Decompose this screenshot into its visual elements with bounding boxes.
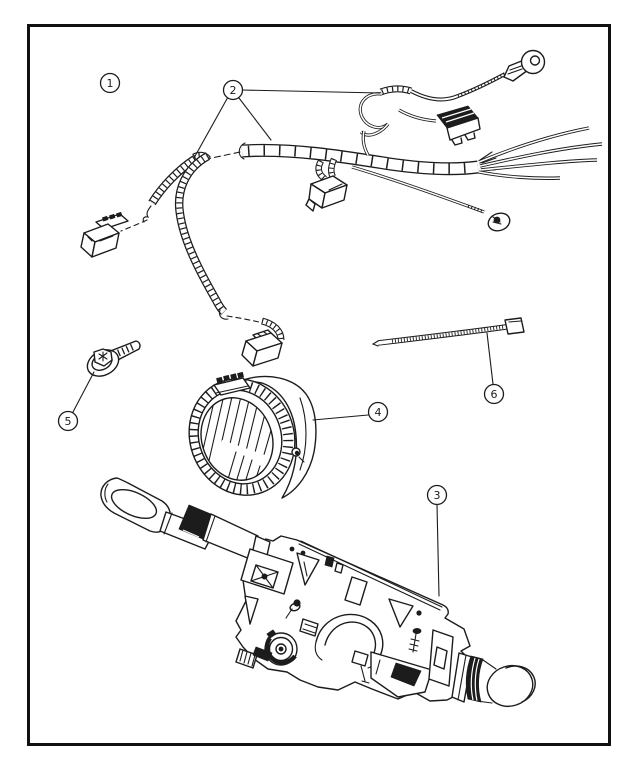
callout-1: 1 xyxy=(99,72,121,94)
corrugated-branch-long xyxy=(174,152,260,323)
svg-text:2: 2 xyxy=(230,84,237,97)
column-cradle xyxy=(299,613,384,669)
lamp-connector xyxy=(213,371,251,396)
taped-trunk xyxy=(238,142,498,176)
corrugated-branch-short xyxy=(120,155,198,232)
wiper-stalk-mount xyxy=(370,628,454,698)
eyelet-lead xyxy=(351,165,511,232)
stalk-pivot xyxy=(240,548,294,595)
multifunction-switch xyxy=(100,477,536,708)
leader-lines xyxy=(72,89,494,597)
callout-5: 5 xyxy=(57,410,79,432)
callout-2: 2 xyxy=(222,79,244,101)
cable-tie xyxy=(371,317,525,347)
harness-connector-a xyxy=(398,105,481,146)
callout-3: 3 xyxy=(426,484,448,506)
harness-connector-c xyxy=(80,211,129,258)
lamp-lens xyxy=(189,387,285,491)
wiring-harness xyxy=(80,49,603,367)
cancel-cam-pointer xyxy=(244,595,259,625)
dashed-lead-1 xyxy=(200,151,241,161)
pigtail-curl xyxy=(358,85,413,156)
rotary-connector xyxy=(264,629,298,666)
svg-text:3: 3 xyxy=(434,489,441,502)
mounting-screw xyxy=(86,340,141,377)
svg-text:1: 1 xyxy=(107,77,114,90)
harness-connector-d xyxy=(241,317,285,367)
harness-clip xyxy=(351,650,370,684)
fog-lamp xyxy=(188,371,317,499)
callout-6: 6 xyxy=(483,383,505,405)
harness-connector-b xyxy=(305,157,348,212)
figure-frame xyxy=(27,24,611,746)
svg-text:6: 6 xyxy=(491,388,498,401)
wiper-knob xyxy=(451,652,536,708)
callout-4: 4 xyxy=(367,401,389,423)
ring-terminal xyxy=(520,49,546,75)
svg-text:4: 4 xyxy=(375,406,382,419)
svg-text:5: 5 xyxy=(65,415,72,428)
ribbed-stub xyxy=(235,646,273,669)
cable-tie-head xyxy=(504,317,525,335)
lamp-housing xyxy=(242,375,317,499)
ground-strap xyxy=(410,49,546,102)
loose-wires xyxy=(478,126,603,180)
